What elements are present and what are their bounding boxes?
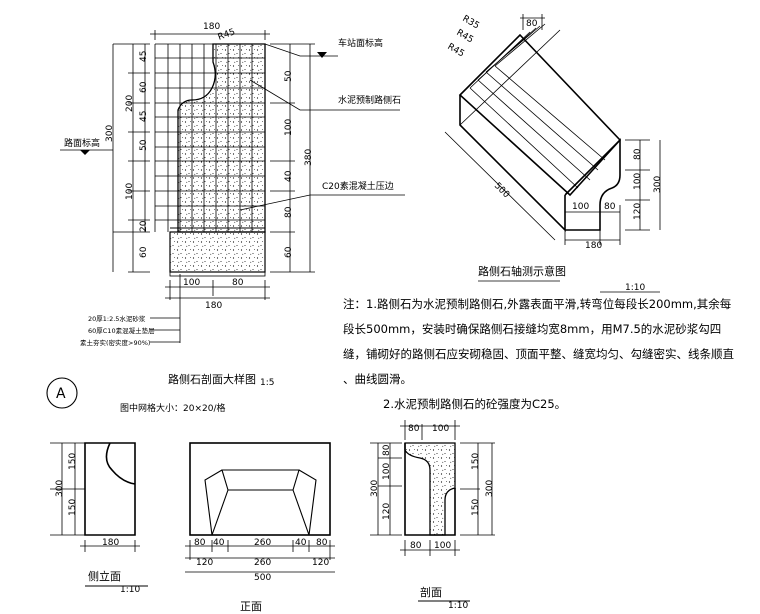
left-dim-7: 60 — [139, 246, 149, 258]
notes-line-4: 、曲线圆滑。 — [343, 372, 412, 386]
section-view: 80 100 80 100 120 300 150 150 300 80 100… — [370, 420, 495, 611]
right-total: 380 — [304, 149, 314, 166]
side-dim-2: 150 — [68, 499, 78, 516]
right-dim-4: 80 — [284, 206, 294, 218]
right-dim-3: 40 — [284, 170, 294, 182]
left-dim-6: 20 — [139, 220, 149, 232]
notes-line-1: 1.路侧石为水泥预制路侧石,外露表面平滑,转弯位每段长200mm,其余每 — [366, 297, 732, 311]
axon-bottom-dim-1: 100 — [572, 202, 589, 212]
front-dim-3: 260 — [254, 538, 271, 548]
sect-right-total: 300 — [485, 480, 495, 497]
concrete-backfill-label: C20素混凝土压边 — [322, 180, 394, 192]
left-total-2: 300 — [105, 125, 115, 142]
curb-profile — [177, 43, 266, 233]
axonometric-view: R35 R45 R45 80 500 80 100 120 300 100 80… — [444, 14, 663, 293]
notes-line-5: 2.水泥预制路侧石的砼强度为C25。 — [383, 397, 567, 411]
axon-top-face — [458, 33, 622, 197]
side-bottom: 180 — [102, 538, 119, 548]
axon-right-dim-3: 120 — [633, 203, 643, 220]
axon-length: 500 — [492, 181, 511, 200]
right-dim-2: 100 — [284, 119, 294, 136]
front-outline — [189, 442, 331, 536]
grid-note: 图中网格大小：20×20/格 — [120, 402, 225, 414]
sect-bottom-dim-2: 100 — [434, 541, 451, 551]
section-scale: 1:5 — [260, 378, 274, 388]
side-view: 150 150 300 180 侧立面 1:10 — [50, 442, 148, 595]
section-detail: R45 180 45 60 45 50 100 20 60 200 300 50… — [46, 22, 405, 414]
sect-left-dim-1: 80 — [382, 444, 392, 456]
sect-title: 剖面 — [420, 585, 442, 599]
front-title: 正面 — [240, 600, 262, 613]
top-width: 180 — [203, 22, 220, 32]
layer-3: 素土夯实(密实度>90%) — [80, 338, 150, 347]
side-title: 侧立面 — [88, 569, 121, 583]
sect-scale: 1:10 — [448, 601, 468, 611]
axon-title: 路侧石轴测示意图 — [478, 264, 566, 278]
axon-right-total: 300 — [653, 176, 663, 193]
detail-marker-text: A — [56, 386, 66, 402]
side-view-outline — [84, 442, 136, 536]
notes-line-2: 段长500mm，安装时确保路侧石接缝均宽8mm，用M7.5的水泥砂浆勾四 — [343, 322, 722, 336]
sect-bottom-dim-1: 80 — [410, 541, 422, 551]
front-dim-2: 40 — [213, 538, 225, 548]
left-dim-1: 45 — [139, 51, 149, 62]
section-title: 路侧石剖面大样图 — [168, 372, 256, 386]
left-total-1: 200 — [125, 95, 135, 112]
detail-marker — [46, 377, 78, 409]
front-view: 80 40 260 40 80 120 260 120 500 正面 — [185, 442, 335, 613]
section-view-outline — [404, 442, 456, 536]
side-scale: 1:10 — [120, 585, 140, 595]
sect-top-dim-2: 100 — [432, 424, 449, 434]
road-level-label: 路面标高 — [64, 137, 100, 149]
sect-left-total: 300 — [370, 480, 380, 497]
layer-1: 20厚1:2.5水泥砂浆 — [88, 314, 146, 323]
layer-2: 60厚C10素混凝土垫层 — [88, 326, 155, 335]
bottom-total: 180 — [205, 301, 222, 311]
notes-line-3: 缝，铺砌好的路侧石应安砌稳固、顶面平整、缝宽均匀、勾缝密实、线条顺直 — [343, 347, 734, 361]
right-dim-1: 50 — [284, 70, 294, 82]
axon-right-dim-2: 100 — [633, 173, 643, 190]
left-dim-5: 100 — [125, 183, 135, 200]
front-dim-5: 80 — [316, 538, 328, 548]
sect-left-dim-2: 100 — [382, 463, 392, 480]
axon-bottom-total: 180 — [585, 241, 602, 251]
bottom-dim-2: 80 — [232, 278, 244, 288]
notes-block: 注：1.路侧石为水泥预制路侧石,外露表面平滑,转弯位每段长200mm,其余每 段… — [343, 292, 748, 417]
axon-scale: 1:10 — [625, 283, 645, 293]
sect-left-dim-3: 120 — [382, 503, 392, 520]
notes-label: 注： — [343, 297, 366, 311]
sect-right-dim-1: 150 — [471, 453, 481, 470]
front-dim-4: 40 — [295, 538, 307, 548]
curb-top-label: 车站面标高 — [338, 37, 383, 49]
left-dim-2: 60 — [139, 81, 149, 93]
left-dim-3: 45 — [139, 111, 149, 122]
right-dim-5: 60 — [284, 246, 294, 258]
sect-top-dim-1: 80 — [408, 424, 420, 434]
axon-radius-2: R45 — [455, 28, 475, 46]
front-dim2-2: 260 — [254, 558, 271, 568]
left-dim-4: 50 — [139, 139, 149, 151]
sect-right-dim-2: 150 — [471, 499, 481, 516]
axon-top-dim: 80 — [526, 19, 538, 29]
front-dim-1: 80 — [194, 538, 206, 548]
precast-curb-label: 水泥预制路侧石 — [338, 94, 401, 106]
base-layer — [169, 231, 266, 273]
axon-radius-1: R35 — [461, 14, 481, 32]
front-dim2-3: 120 — [312, 558, 329, 568]
front-total: 500 — [254, 573, 271, 583]
axon-right-dim-1: 80 — [633, 148, 643, 160]
bottom-dim-1: 100 — [183, 278, 200, 288]
axon-radius-3: R45 — [446, 42, 466, 60]
axon-bottom-dim-2: 80 — [604, 202, 616, 212]
side-dim-1: 150 — [68, 453, 78, 470]
axon-end-face — [564, 138, 621, 231]
side-total: 300 — [55, 480, 65, 497]
front-dim2-1: 120 — [196, 558, 213, 568]
